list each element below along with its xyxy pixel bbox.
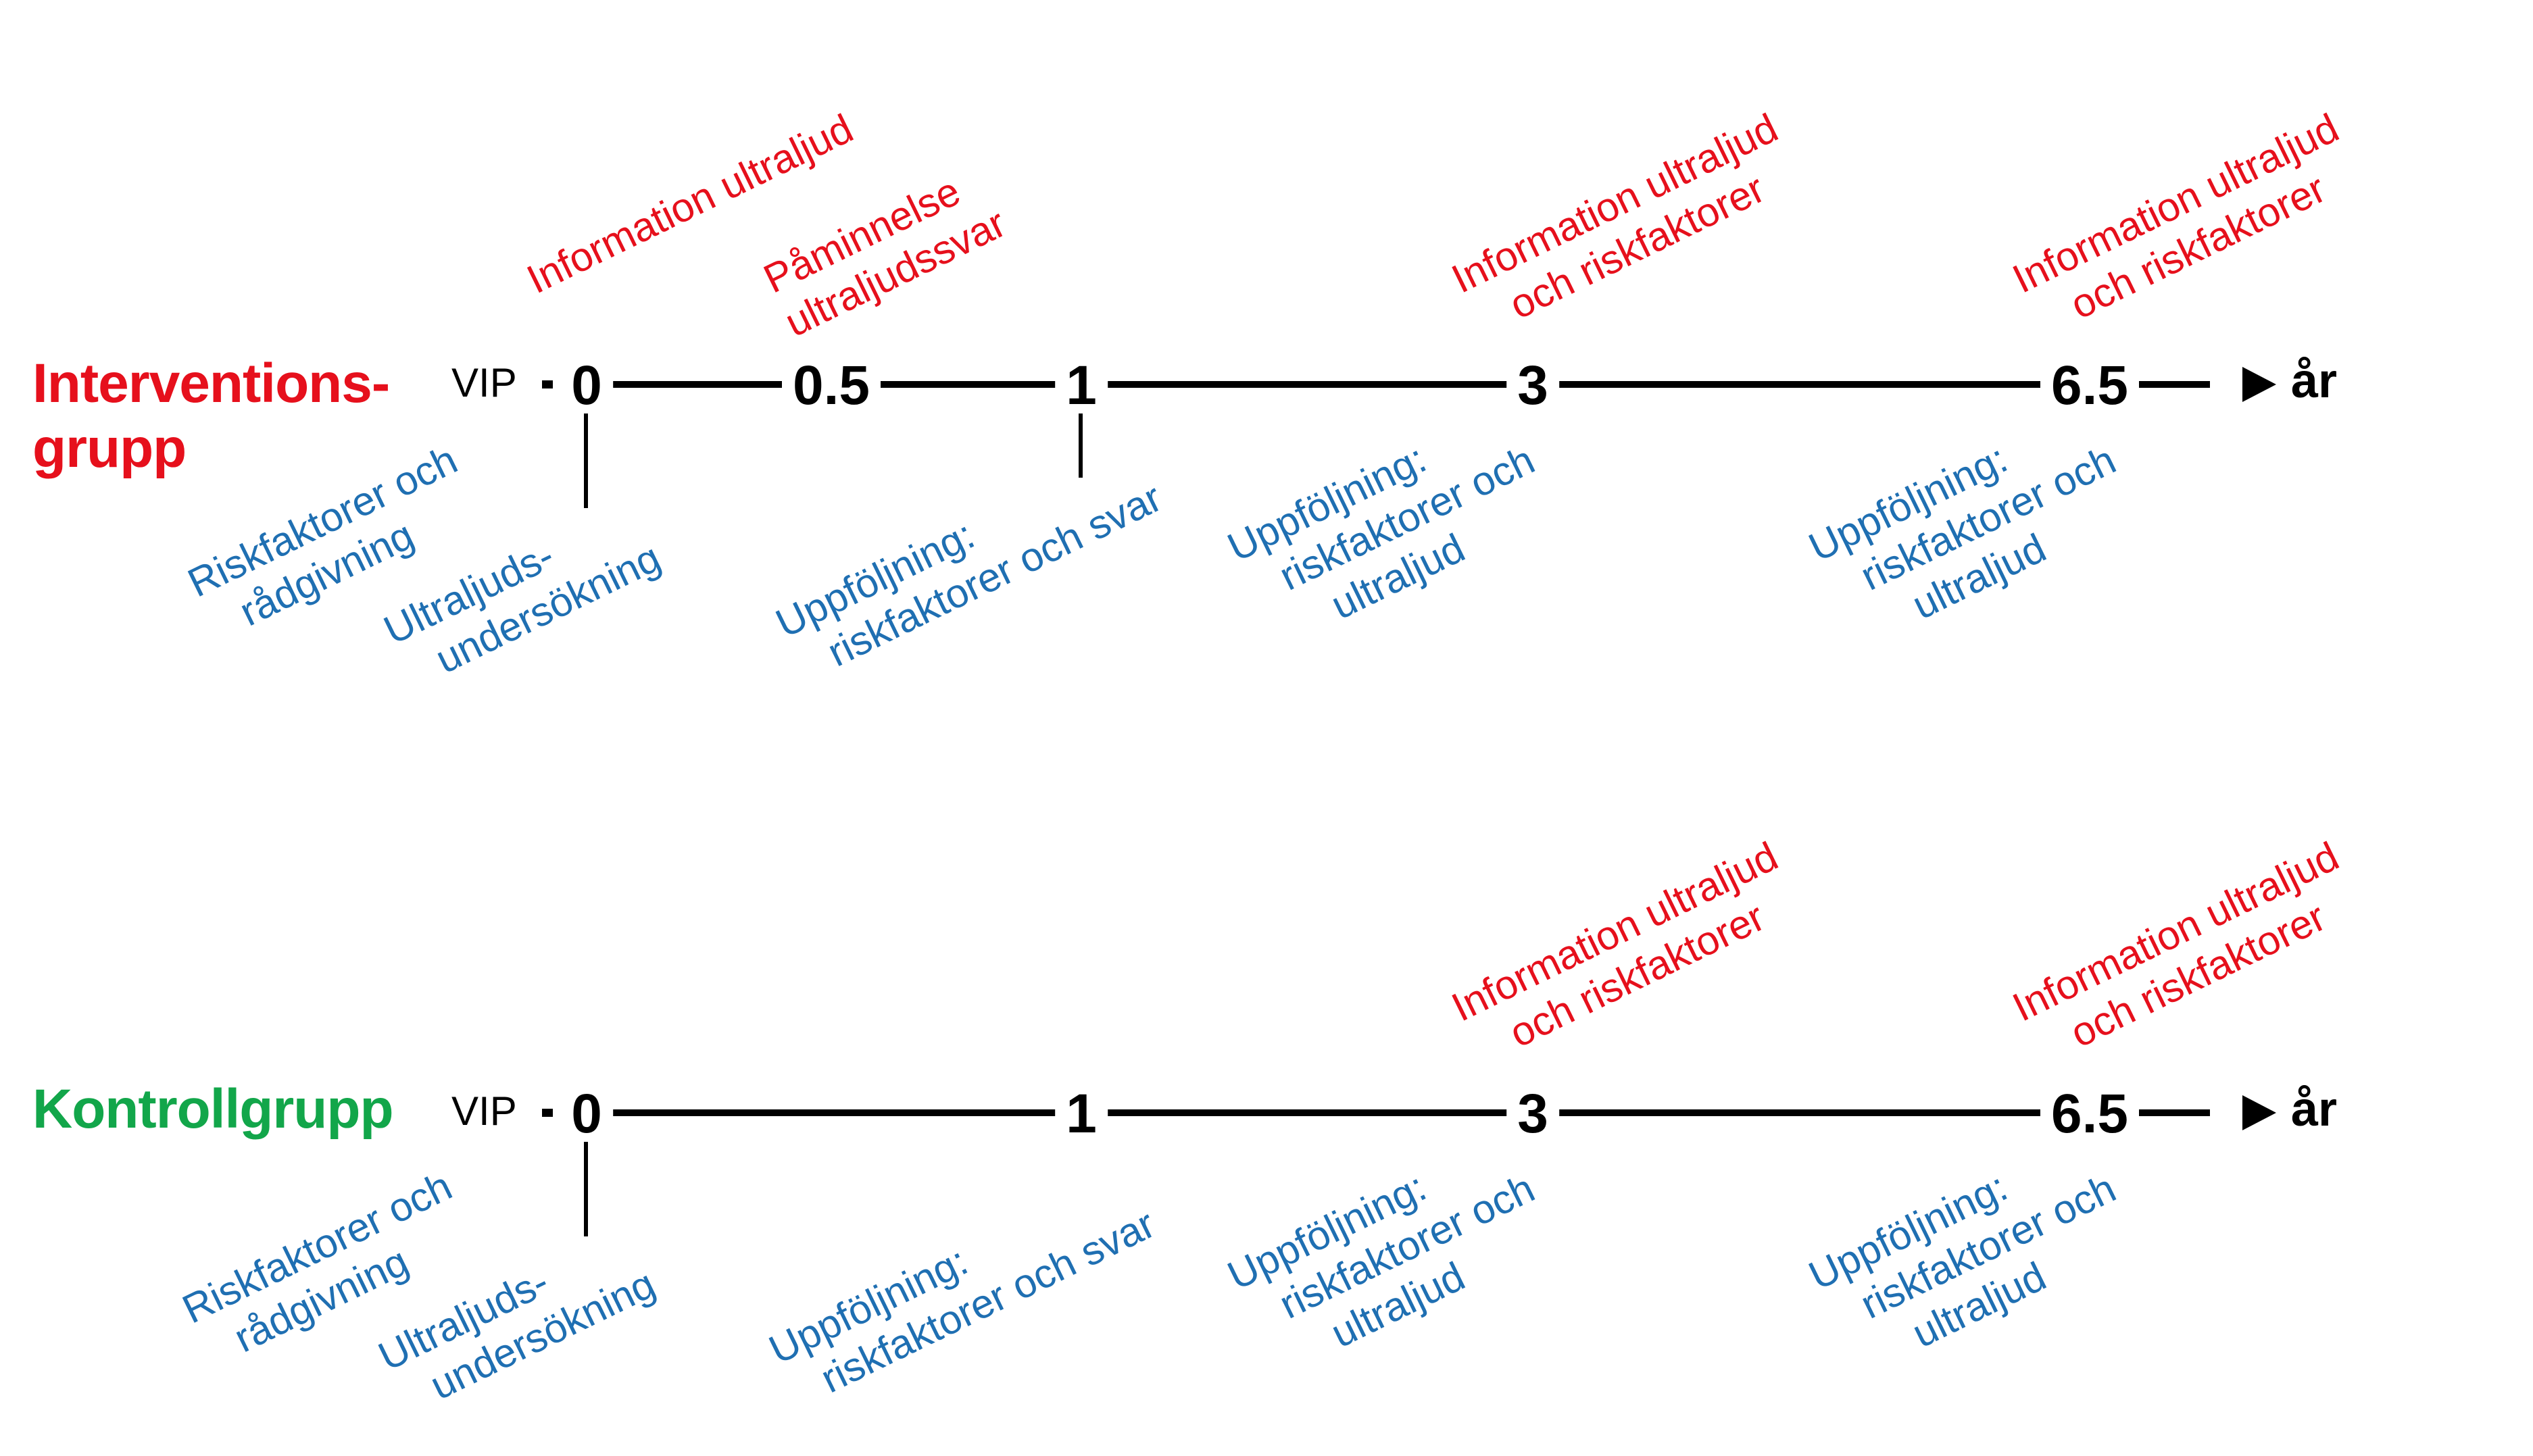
control-vip-label: VIP bbox=[451, 1088, 517, 1134]
control-group-label: Kontrollgrupp bbox=[32, 1078, 394, 1140]
intervention-arrow-icon bbox=[2242, 367, 2276, 402]
intervention-label-line2: grupp bbox=[32, 418, 187, 479]
intervention-vip-label: VIP bbox=[451, 360, 517, 405]
control-vip-dash bbox=[542, 1109, 553, 1117]
control-connector-0 bbox=[584, 1142, 588, 1236]
intervention-timeline-axis bbox=[588, 381, 2210, 388]
control-below-t6-5: Uppföljning: riskfaktorer och ultraljud bbox=[1802, 1163, 2123, 1357]
control-above-t6-5: Information ultraljud och riskfaktorer bbox=[2005, 833, 2346, 1057]
control-unit-label: år bbox=[2291, 1082, 2338, 1136]
control-tick-3: 3 bbox=[1506, 1084, 1559, 1145]
intervention-tick-0: 0 bbox=[560, 355, 613, 416]
intervention-above-t0-5: Påminnelse ultraljudssvar bbox=[756, 168, 1013, 346]
intervention-above-t3: Information ultraljud och riskfaktorer bbox=[1444, 105, 1785, 328]
intervention-group-label: Interventions- grupp bbox=[32, 351, 390, 481]
intervention-below-t6-5: Uppföljning: riskfaktorer och ultraljud bbox=[1802, 435, 2123, 628]
control-arrow-icon bbox=[2242, 1095, 2276, 1130]
control-tick-0: 0 bbox=[560, 1084, 613, 1145]
intervention-tick-6-5: 6.5 bbox=[2040, 355, 2139, 416]
control-below-t1: Uppföljning: riskfaktorer och svar bbox=[762, 1201, 1162, 1402]
control-above-t3: Information ultraljud och riskfaktorer bbox=[1444, 833, 1785, 1057]
intervention-below-t3: Uppföljning: riskfaktorer och ultraljud bbox=[1221, 435, 1542, 628]
intervention-connector-1 bbox=[1079, 413, 1083, 478]
intervention-tick-0-5: 0.5 bbox=[782, 355, 881, 416]
control-tick-1: 1 bbox=[1055, 1084, 1108, 1145]
control-below-t3: Uppföljning: riskfaktorer och ultraljud bbox=[1221, 1163, 1542, 1357]
intervention-below-t1: Uppföljning: riskfaktorer och svar bbox=[768, 474, 1169, 676]
control-tick-6-5: 6.5 bbox=[2040, 1084, 2139, 1145]
intervention-vip-dash bbox=[542, 380, 553, 388]
intervention-unit-label: år bbox=[2291, 354, 2338, 408]
intervention-above-t6-5: Information ultraljud och riskfaktorer bbox=[2005, 105, 2346, 328]
intervention-connector-0 bbox=[584, 413, 588, 508]
control-timeline-axis bbox=[588, 1109, 2210, 1116]
intervention-label-line1: Interventions- bbox=[32, 353, 390, 414]
intervention-tick-1: 1 bbox=[1055, 355, 1108, 416]
intervention-tick-3: 3 bbox=[1506, 355, 1559, 416]
